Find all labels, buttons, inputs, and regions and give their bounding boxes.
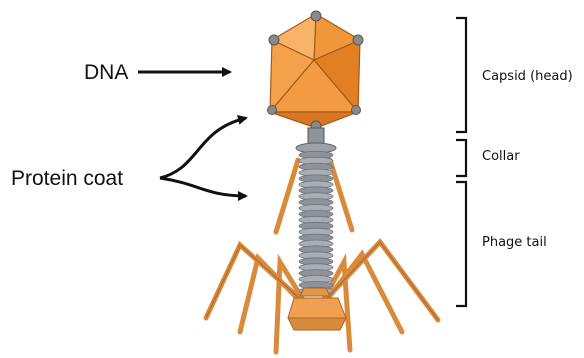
capsid-bracket — [456, 18, 466, 132]
collar-whisker-right — [330, 160, 352, 230]
tail-sheath — [299, 151, 333, 294]
collar-neck — [296, 128, 336, 153]
collar-bracket — [456, 140, 466, 176]
label-brackets — [456, 18, 466, 306]
tail-bracket — [456, 182, 466, 306]
collar-whisker-left — [276, 160, 298, 232]
annotation-arrows — [138, 72, 246, 196]
dna-label: DNA — [84, 62, 128, 83]
protein-coat-label: Protein coat — [11, 168, 123, 189]
capsid-head — [270, 14, 360, 128]
phage-tail-label: Phage tail — [482, 236, 547, 249]
collar-label: Collar — [482, 150, 520, 163]
capsid-label: Capsid (head) — [482, 70, 573, 83]
protein-coat-arrow-upper — [160, 118, 246, 178]
protein-coat-arrow-lower — [160, 178, 246, 196]
